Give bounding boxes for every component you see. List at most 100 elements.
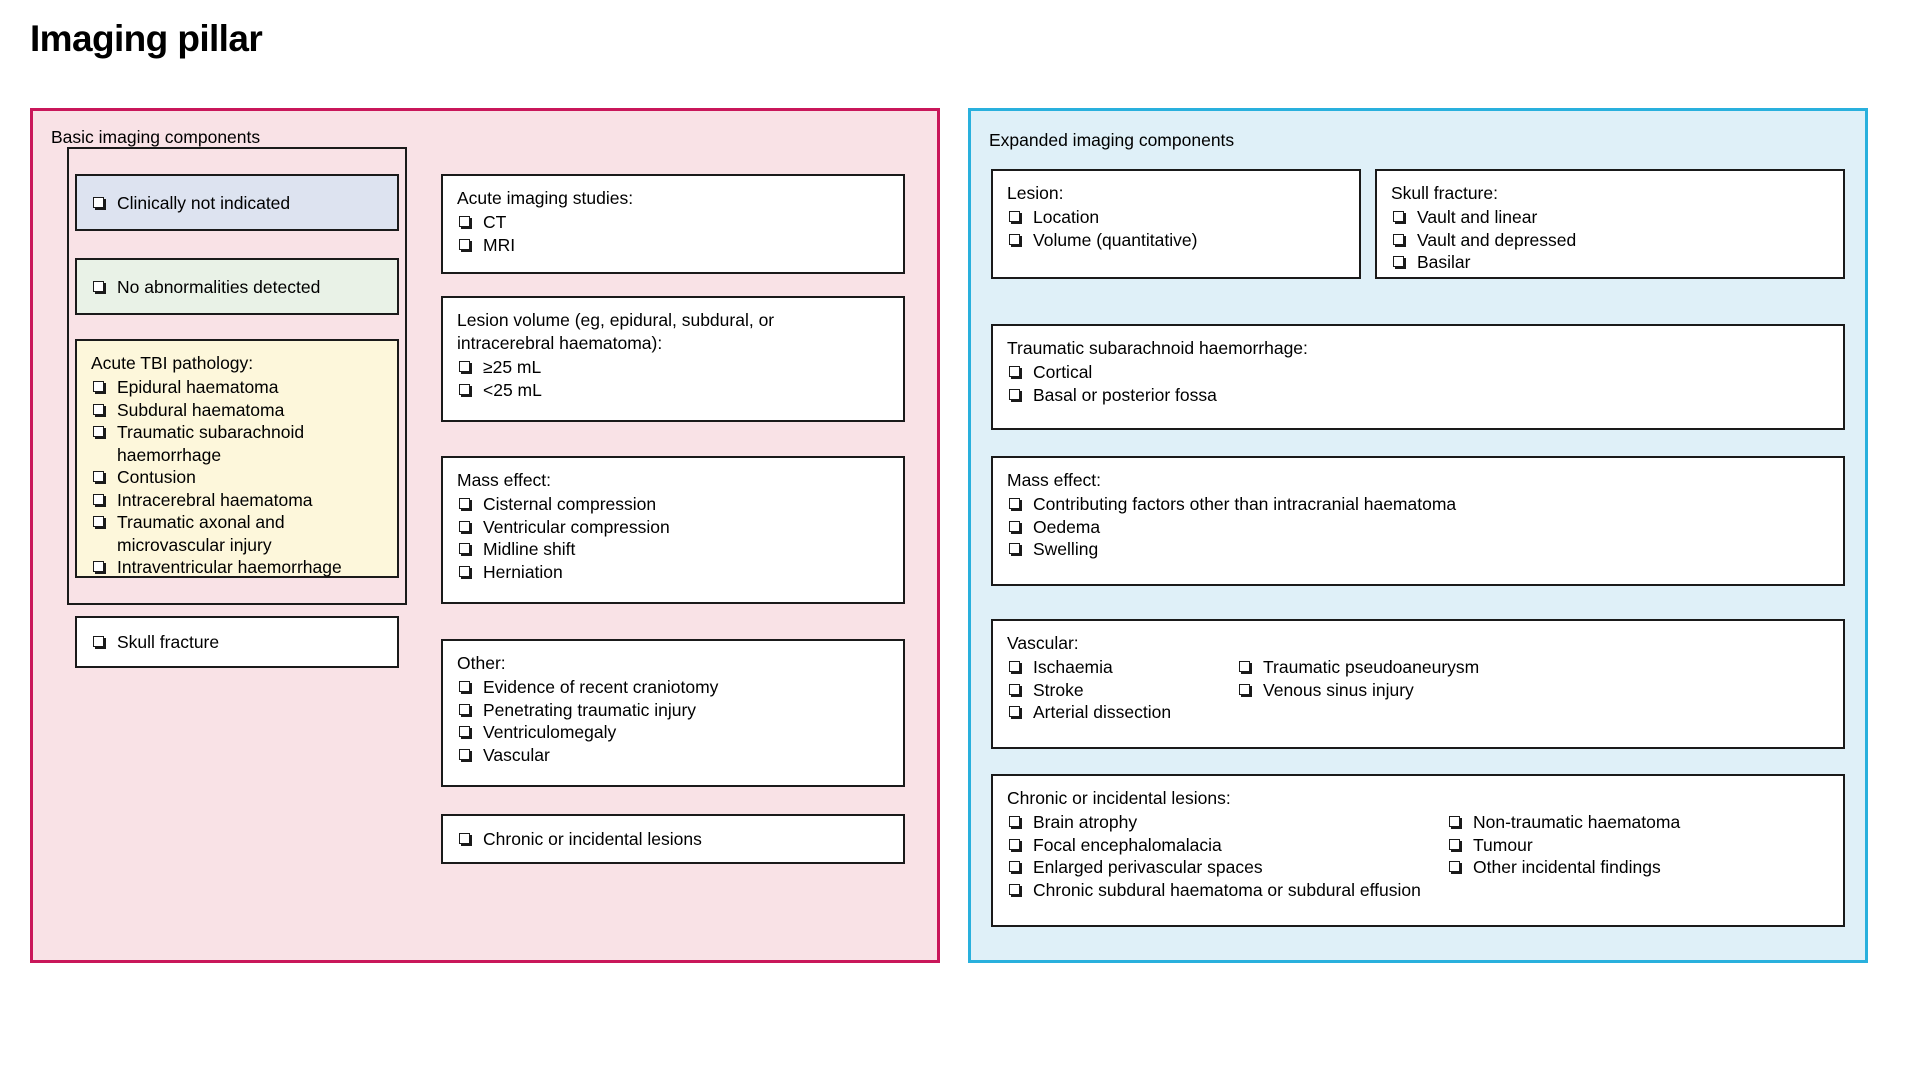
checkbox-icon[interactable]	[1393, 233, 1404, 245]
list-item[interactable]: Vault and linear	[1391, 206, 1829, 229]
checkbox-icon[interactable]	[1449, 861, 1460, 872]
list-item[interactable]: <25 mL	[457, 379, 889, 402]
checkbox-icon[interactable]	[1009, 683, 1020, 695]
checkbox-icon[interactable]	[93, 516, 104, 527]
list-item[interactable]: Intraventricular haemorrhage	[91, 556, 383, 579]
checkbox-icon[interactable]	[459, 238, 470, 250]
checkbox-icon[interactable]	[1009, 388, 1020, 400]
list-item[interactable]: Epidural haematoma	[91, 376, 383, 399]
list-item[interactable]: Brain atrophy	[1007, 811, 1447, 834]
card-no-abnormalities-detected[interactable]: No abnormalities detected	[75, 258, 399, 315]
checkbox-icon[interactable]	[459, 565, 470, 577]
list-item[interactable]: Enlarged perivascular spaces	[1007, 856, 1447, 879]
list-item[interactable]: Ventriculomegaly	[457, 721, 889, 744]
list-item[interactable]: Basilar	[1391, 251, 1829, 274]
checkbox-icon[interactable]	[459, 748, 470, 760]
checkbox-icon[interactable]	[1393, 211, 1404, 222]
checkbox-icon[interactable]	[1239, 661, 1250, 672]
checkbox-icon[interactable]	[1239, 683, 1250, 695]
list-item[interactable]: Venous sinus injury	[1237, 679, 1637, 702]
list-item[interactable]: MRI	[457, 234, 889, 257]
list-item[interactable]: Basal or posterior fossa	[1007, 384, 1829, 407]
checkbox-icon[interactable]	[93, 403, 104, 415]
list-item[interactable]: Non-traumatic haematoma	[1447, 811, 1827, 834]
checkbox-icon[interactable]	[1009, 838, 1020, 850]
list-item[interactable]: Traumatic subarachnoid haemorrhage	[91, 421, 383, 466]
checkbox-icon[interactable]	[459, 520, 470, 532]
list-item[interactable]: Penetrating traumatic injury	[457, 699, 889, 722]
checkbox-icon[interactable]	[1009, 233, 1020, 245]
list-item[interactable]: Cisternal compression	[457, 493, 889, 516]
list-item[interactable]: Vault and depressed	[1391, 229, 1829, 252]
list-item[interactable]: Location	[1007, 206, 1345, 229]
checkbox-icon[interactable]	[1009, 861, 1020, 872]
checkbox-icon[interactable]	[459, 361, 470, 372]
checkbox-icon[interactable]	[1009, 706, 1020, 717]
list-item[interactable]: Midline shift	[457, 538, 889, 561]
list-item[interactable]: Vascular	[457, 744, 889, 767]
checkbox-icon[interactable]	[93, 381, 104, 392]
list-item[interactable]: Stroke	[1007, 679, 1237, 702]
list-item[interactable]: Traumatic axonal and microvascular injur…	[91, 511, 383, 556]
checkbox-icon[interactable]	[1009, 816, 1020, 827]
list-item[interactable]: Contributing factors other than intracra…	[1007, 493, 1829, 516]
list-item[interactable]: Volume (quantitative)	[1007, 229, 1345, 252]
checkbox-icon[interactable]	[459, 498, 470, 509]
list-item[interactable]: Ischaemia	[1007, 656, 1237, 679]
check-row[interactable]: Clinically not indicated	[91, 192, 290, 214]
check-row[interactable]: Chronic or incidental lesions	[457, 828, 702, 850]
list-item[interactable]: Focal encephalomalacia	[1007, 834, 1447, 857]
list-item[interactable]: ≥25 mL	[457, 356, 889, 379]
checkbox-icon[interactable]	[1449, 838, 1460, 850]
list-item[interactable]: Intracerebral haematoma	[91, 489, 383, 512]
checkbox-icon[interactable]	[93, 196, 104, 208]
list-item[interactable]: Other incidental findings	[1447, 856, 1827, 879]
list-item[interactable]: CT	[457, 211, 889, 234]
checkbox-icon[interactable]	[93, 493, 104, 505]
checkbox-icon[interactable]	[1009, 211, 1020, 222]
card-clinically-not-indicated[interactable]: Clinically not indicated	[75, 174, 399, 231]
list-item[interactable]: Herniation	[457, 561, 889, 584]
checkbox-icon[interactable]	[1009, 366, 1020, 377]
checkbox-icon[interactable]	[93, 426, 104, 437]
expanded-panel-label: Expanded imaging components	[989, 130, 1235, 150]
list-item[interactable]: Contusion	[91, 466, 383, 489]
checkbox-icon[interactable]	[459, 383, 470, 395]
checkbox-icon[interactable]	[459, 543, 470, 554]
card-skull-fracture[interactable]: Skull fracture	[75, 616, 399, 668]
list-item[interactable]: Arterial dissection	[1007, 701, 1237, 724]
checkbox-icon[interactable]	[93, 280, 104, 292]
checkbox-icon[interactable]	[1009, 883, 1020, 895]
card-traumatic-subarachnoid-haemorrhage: Traumatic subarachnoid haemorrhage: Cort…	[991, 324, 1845, 430]
list-item[interactable]: Subdural haematoma	[91, 399, 383, 422]
checkbox-icon[interactable]	[459, 726, 470, 737]
checkbox-icon[interactable]	[1009, 498, 1020, 509]
checkbox-icon[interactable]	[1009, 520, 1020, 532]
checkbox-icon[interactable]	[459, 681, 470, 692]
check-row[interactable]: Skull fracture	[91, 631, 219, 653]
checkbox-icon[interactable]	[1009, 661, 1020, 672]
check-label: ≥25 mL	[483, 357, 542, 377]
list-item[interactable]: Swelling	[1007, 538, 1829, 561]
list-item[interactable]: Traumatic pseudoaneurysm	[1237, 656, 1637, 679]
checkbox-icon[interactable]	[1009, 543, 1020, 554]
list-item[interactable]: Oedema	[1007, 516, 1829, 539]
checkbox-icon[interactable]	[93, 471, 104, 482]
checkbox-icon[interactable]	[459, 216, 470, 227]
checkbox-icon[interactable]	[459, 703, 470, 715]
list-item[interactable]: Cortical	[1007, 361, 1829, 384]
checkbox-icon[interactable]	[93, 636, 104, 647]
card-skull-fracture-expanded: Skull fracture: Vault and linear Vault a…	[1375, 169, 1845, 279]
list-item[interactable]: Chronic subdural haematoma or subdural e…	[1007, 879, 1447, 902]
list-item[interactable]: Tumour	[1447, 834, 1827, 857]
checkbox-icon[interactable]	[1449, 816, 1460, 827]
list-item[interactable]: Ventricular compression	[457, 516, 889, 539]
basic-left-group-outline	[67, 147, 407, 605]
page-title: Imaging pillar	[30, 18, 263, 59]
checkbox-icon[interactable]	[1393, 256, 1404, 267]
card-chronic-or-incidental-basic[interactable]: Chronic or incidental lesions	[441, 814, 905, 864]
check-row[interactable]: No abnormalities detected	[91, 276, 320, 298]
checkbox-icon[interactable]	[93, 561, 104, 572]
list-item[interactable]: Evidence of recent craniotomy	[457, 676, 889, 699]
checkbox-icon[interactable]	[459, 833, 470, 844]
